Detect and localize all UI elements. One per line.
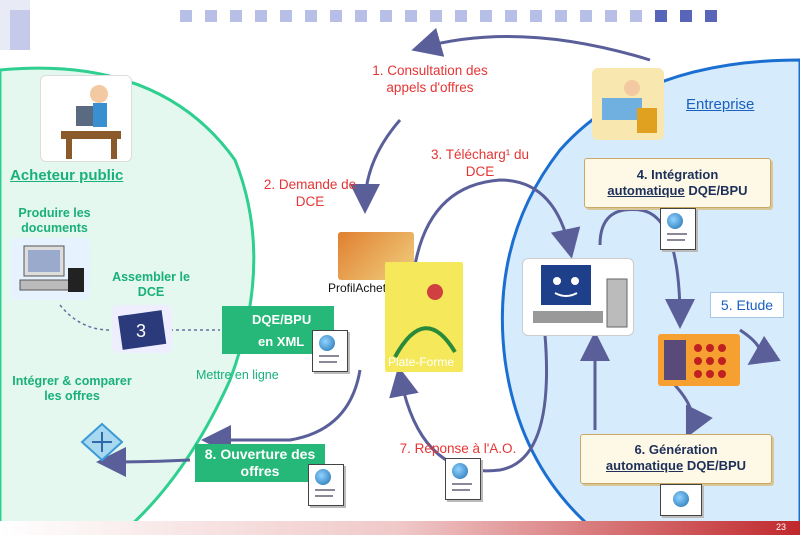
step5-label: 5. Etude (710, 292, 784, 318)
assembler-label: Assembler le DCE (112, 270, 190, 299)
step2-label: 2. Demande de DCE (263, 177, 357, 209)
profil-label: ProfilAcheteur (328, 281, 404, 295)
mettre-en-ligne-label: Mettre en ligne (196, 368, 279, 382)
dqe-line2: en XML (258, 334, 305, 349)
svg-text:3: 3 (136, 321, 146, 341)
plateforme-image (385, 262, 463, 372)
step7-label: 7. Réponse à l'A.O. (399, 441, 517, 456)
acheteur-title: Acheteur public (10, 167, 124, 184)
top-decoration (0, 0, 30, 50)
dqe-document-icon (660, 208, 696, 250)
step4-scroll: 4. Intégration automatique DQE/BPU (584, 158, 771, 208)
step3-label: 3. Télécharg¹ du DCE (430, 147, 530, 179)
integrer-label: Intégrer & comparer les offres (12, 374, 132, 403)
page-number: 23 (776, 522, 787, 532)
step8-box: 8. Ouverture des offres (195, 444, 325, 482)
generated-document-icon (660, 484, 702, 516)
entreprise-title: Entreprise (686, 96, 755, 113)
step4-line1: 4. Intégration (636, 167, 719, 182)
xml-document-icon (312, 330, 348, 372)
response-document-icon (445, 458, 481, 500)
top-squares (180, 10, 780, 24)
entreprise-computer-illustration (522, 258, 634, 336)
offer-document-icon (308, 464, 344, 506)
plateforme-label: Plate-Forme (388, 355, 455, 369)
step6-scroll: 6. Génération automatique DQE/BPU (580, 434, 772, 484)
computer-illustration (10, 238, 90, 300)
step6-line1: 6. Génération (634, 442, 718, 457)
step4-rest: DQE/BPU (684, 183, 748, 198)
step6-link: automatique (605, 458, 684, 473)
calculator-icon (658, 334, 740, 386)
step8-label: 8. Ouverture des offres (204, 446, 316, 479)
dqe-line1: DQE/BPU (252, 312, 312, 327)
step4-link: automatique (607, 183, 685, 198)
produire-label: Produire les documents (18, 206, 91, 235)
dce-book-icon: 3 (112, 305, 172, 353)
entreprise-worker-illustration (592, 68, 664, 140)
step1-label: 1. Consultation des appels d'offres (372, 63, 488, 95)
step6-rest: DQE/BPU (683, 458, 747, 473)
acheteur-region (0, 66, 256, 535)
acheteur-person-illustration (40, 75, 132, 162)
circuit-icon (80, 422, 124, 462)
